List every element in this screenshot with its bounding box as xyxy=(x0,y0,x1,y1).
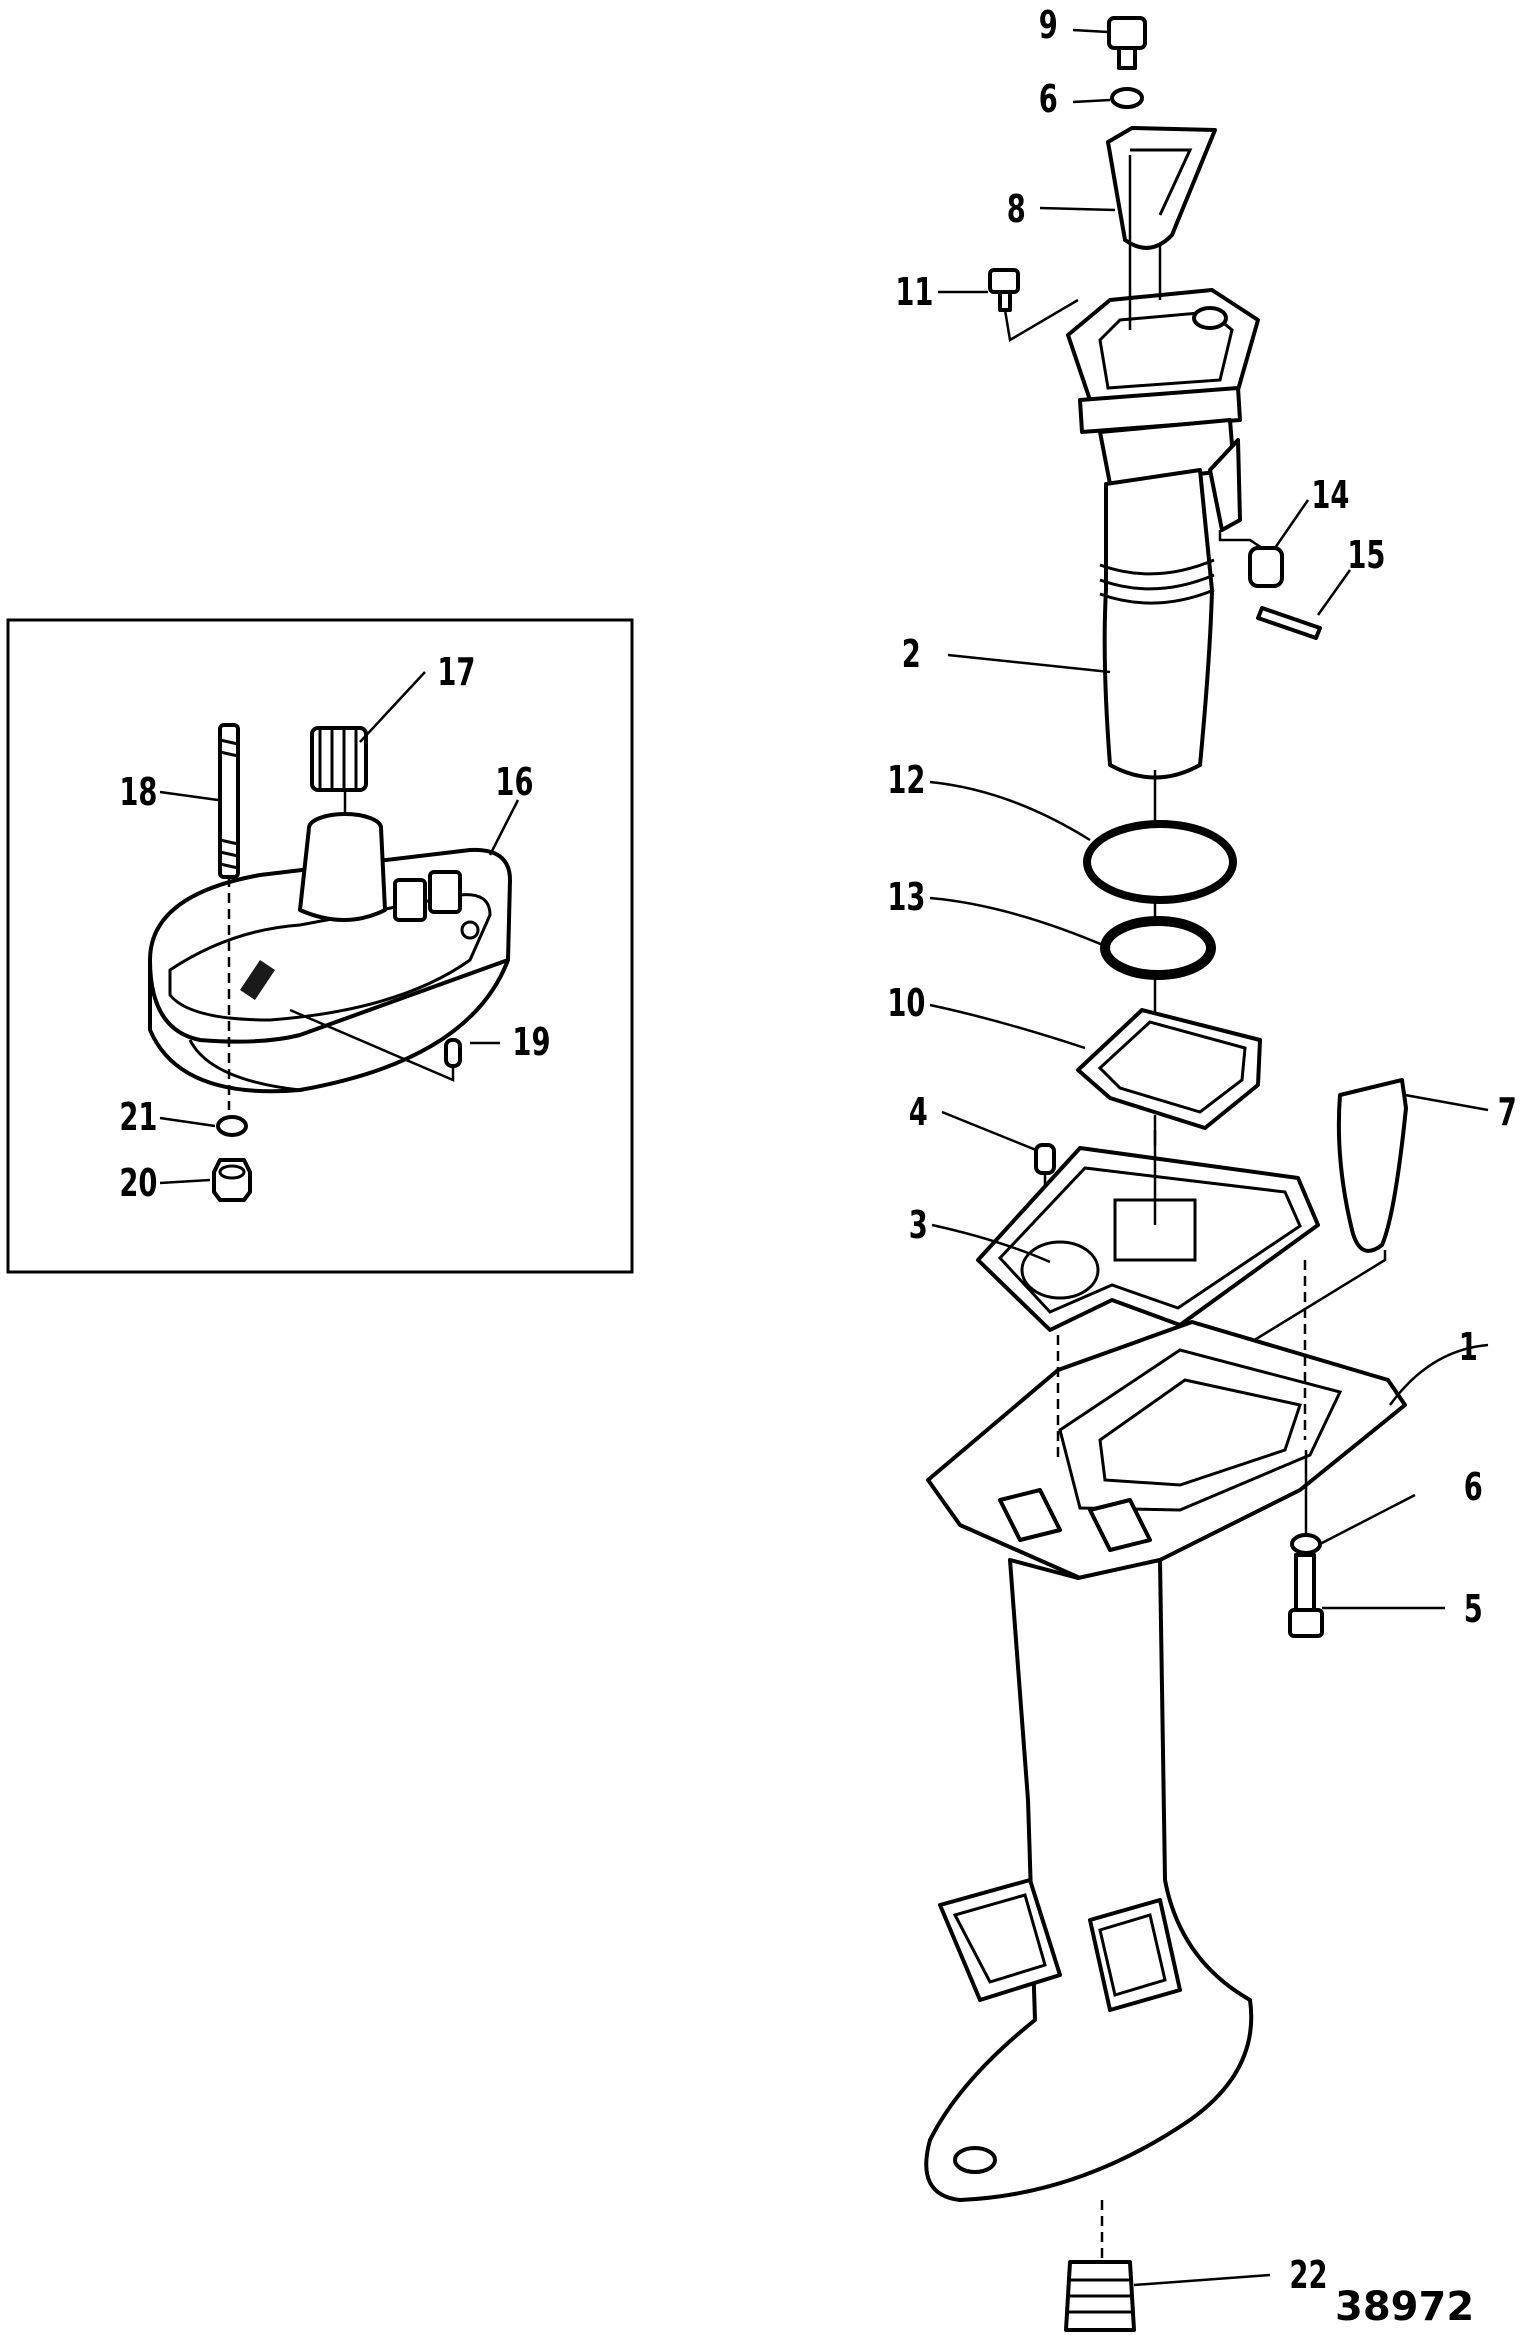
figure-number: 38972 xyxy=(1335,2284,1474,2330)
washer-part-6-top xyxy=(1072,87,1144,109)
impeller-part-17 xyxy=(310,726,368,815)
callout-16: 16 xyxy=(495,759,533,804)
washer-part-6-lower xyxy=(1290,1450,1416,1555)
callout-11: 11 xyxy=(895,269,933,314)
callout-12: 12 xyxy=(887,757,925,802)
inset-frame xyxy=(6,618,634,1274)
housing-main-part-1 xyxy=(924,1260,1489,2202)
callout-15: 15 xyxy=(1347,532,1385,577)
callout-5: 5 xyxy=(1464,1586,1483,1631)
callout-19: 19 xyxy=(512,1019,550,1064)
pin-part-19 xyxy=(289,1008,462,1082)
nut-part-20 xyxy=(212,1158,252,1202)
callout-18: 18 xyxy=(119,769,157,814)
callout-6-top: 6 xyxy=(1039,76,1058,121)
pump-base-part-16 xyxy=(148,812,512,1094)
grommet-part-14 xyxy=(1218,499,1310,588)
callout-1: 1 xyxy=(1459,1324,1478,1369)
cover-part-7 xyxy=(1229,1078,1489,1357)
callout-20: 20 xyxy=(119,1160,157,1205)
callout-17: 17 xyxy=(437,649,475,694)
screw-part-9 xyxy=(1072,16,1147,70)
pin-part-15 xyxy=(1256,569,1352,640)
callout-10: 10 xyxy=(887,980,925,1025)
plug-part-22 xyxy=(1064,2200,1271,2332)
callout-13: 13 xyxy=(887,874,925,919)
screw-part-5 xyxy=(1288,1553,1445,1638)
callout-6-lower: 6 xyxy=(1464,1464,1483,1509)
stud-part-18 xyxy=(218,723,240,1110)
callout-4: 4 xyxy=(909,1089,928,1134)
gasket-part-3 xyxy=(931,1130,1320,1332)
callout-21: 21 xyxy=(119,1094,157,1139)
callout-22: 22 xyxy=(1289,2252,1327,2297)
washer-part-21 xyxy=(216,1115,248,1137)
gasket-part-10 xyxy=(929,975,1262,1145)
callout-2: 2 xyxy=(902,631,921,676)
seal-ring-part-13 xyxy=(929,896,1216,980)
seal-ring-part-12 xyxy=(929,770,1237,904)
callout-9: 9 xyxy=(1039,2,1058,47)
bracket-part-8 xyxy=(1039,126,1217,250)
callout-14: 14 xyxy=(1311,472,1349,517)
screw-part-11 xyxy=(938,268,1079,342)
housing-upper-part-2 xyxy=(947,155,1260,780)
callout-8: 8 xyxy=(1007,186,1026,231)
callout-3: 3 xyxy=(909,1202,928,1247)
callout-7: 7 xyxy=(1498,1089,1517,1134)
